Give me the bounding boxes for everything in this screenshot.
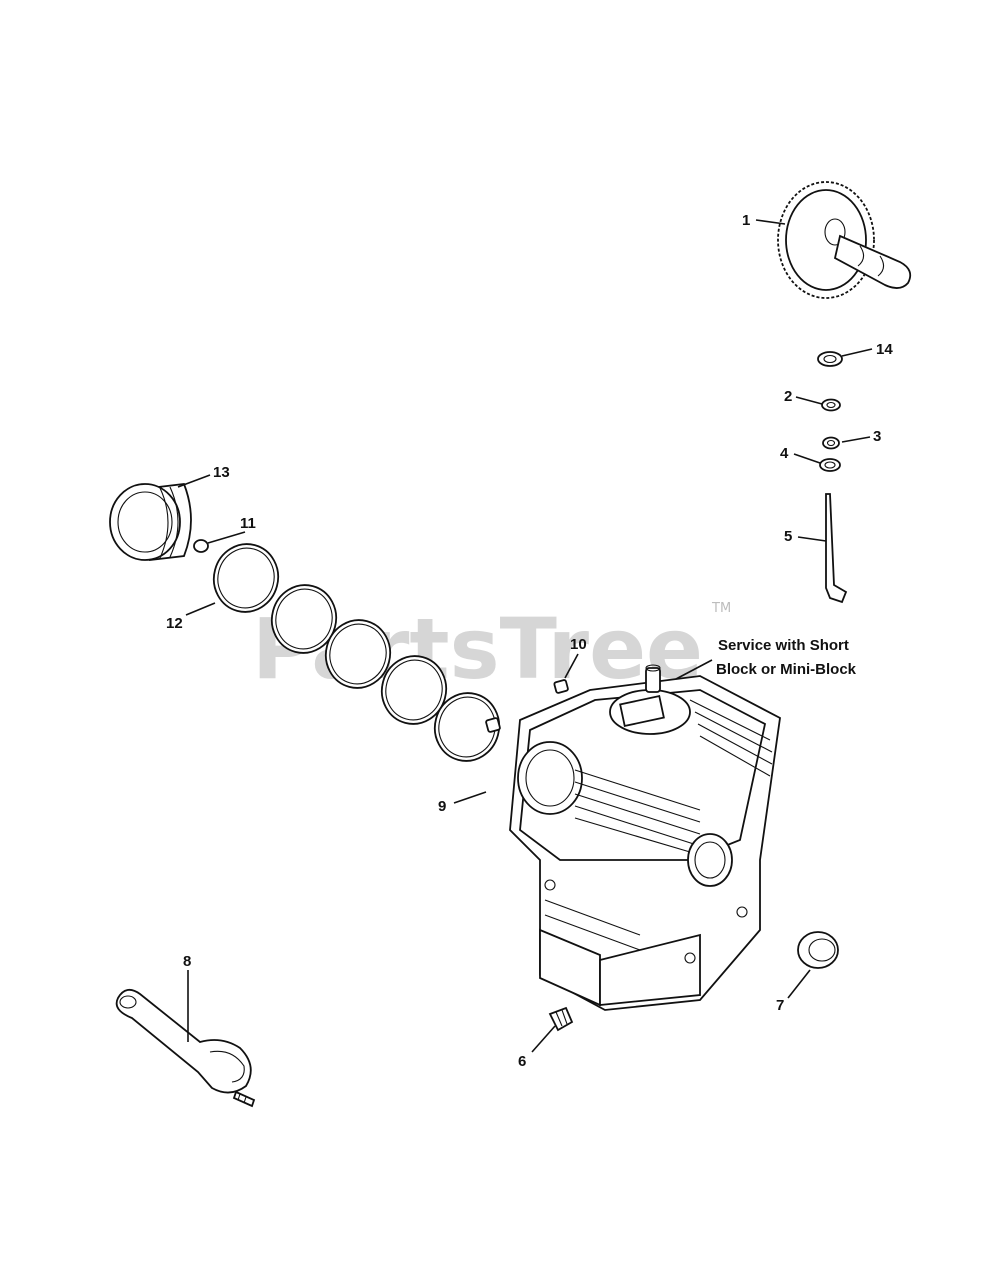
piston-pin-retainer-part[interactable] — [193, 539, 209, 553]
service-note-line2: Block or Mini-Block — [716, 661, 857, 678]
dipstick-tube-part[interactable] — [825, 493, 848, 604]
leader-lines — [177, 219, 873, 1053]
washer-14-part[interactable] — [817, 351, 843, 367]
callout-7: 7 — [776, 997, 784, 1014]
callout-9: 9 — [438, 798, 446, 815]
callout-12: 12 — [166, 615, 183, 632]
callout-6: 6 — [518, 1053, 526, 1070]
washer-3-part[interactable] — [822, 436, 840, 450]
piston-rings-part[interactable] — [206, 537, 506, 768]
callout-2: 2 — [784, 388, 792, 405]
plug-part[interactable] — [548, 1006, 574, 1032]
service-note-line1: Service with Short — [718, 637, 849, 654]
callout-11: 11 — [240, 515, 256, 532]
oil-seal-part[interactable] — [797, 931, 839, 969]
dowel-pin-10-part[interactable] — [553, 679, 569, 694]
piston-part[interactable] — [109, 483, 192, 562]
engine-block-part[interactable] — [509, 664, 781, 1011]
washer-4-part[interactable] — [819, 458, 841, 472]
connecting-rod-part[interactable] — [115, 988, 256, 1108]
callout-3: 3 — [873, 428, 881, 445]
camshaft-gear-part[interactable] — [777, 181, 912, 299]
washer-2-part[interactable] — [821, 398, 841, 412]
callout-13: 13 — [213, 464, 230, 481]
callout-14: 14 — [876, 341, 893, 358]
callout-1: 1 — [742, 212, 750, 229]
callout-8: 8 — [183, 953, 191, 970]
callout-4: 4 — [780, 445, 789, 462]
dowel-pin-9-part[interactable] — [485, 717, 501, 733]
watermark-trademark: TM — [711, 601, 731, 616]
callout-5: 5 — [784, 528, 792, 545]
callout-10: 10 — [570, 636, 587, 653]
